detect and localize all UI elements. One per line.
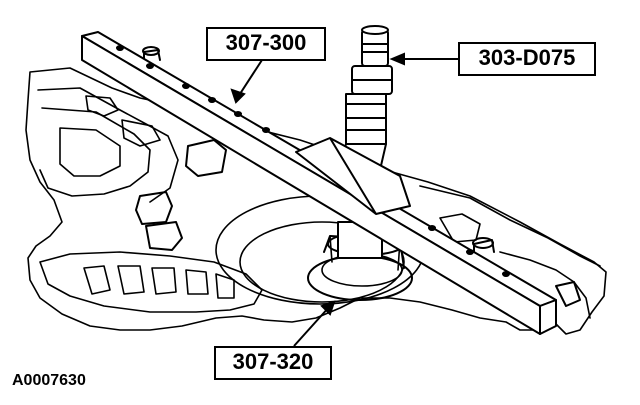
callout-puller-tool: 303-D075 (458, 42, 596, 76)
puller-tool (337, 25, 393, 259)
beam-tool (81, 31, 557, 335)
callout-beam-tool: 307-300 (206, 27, 326, 61)
figure-id: A0007630 (12, 372, 86, 389)
callout-remover-tool: 307-320 (214, 346, 332, 380)
leader-lines (230, 52, 458, 347)
